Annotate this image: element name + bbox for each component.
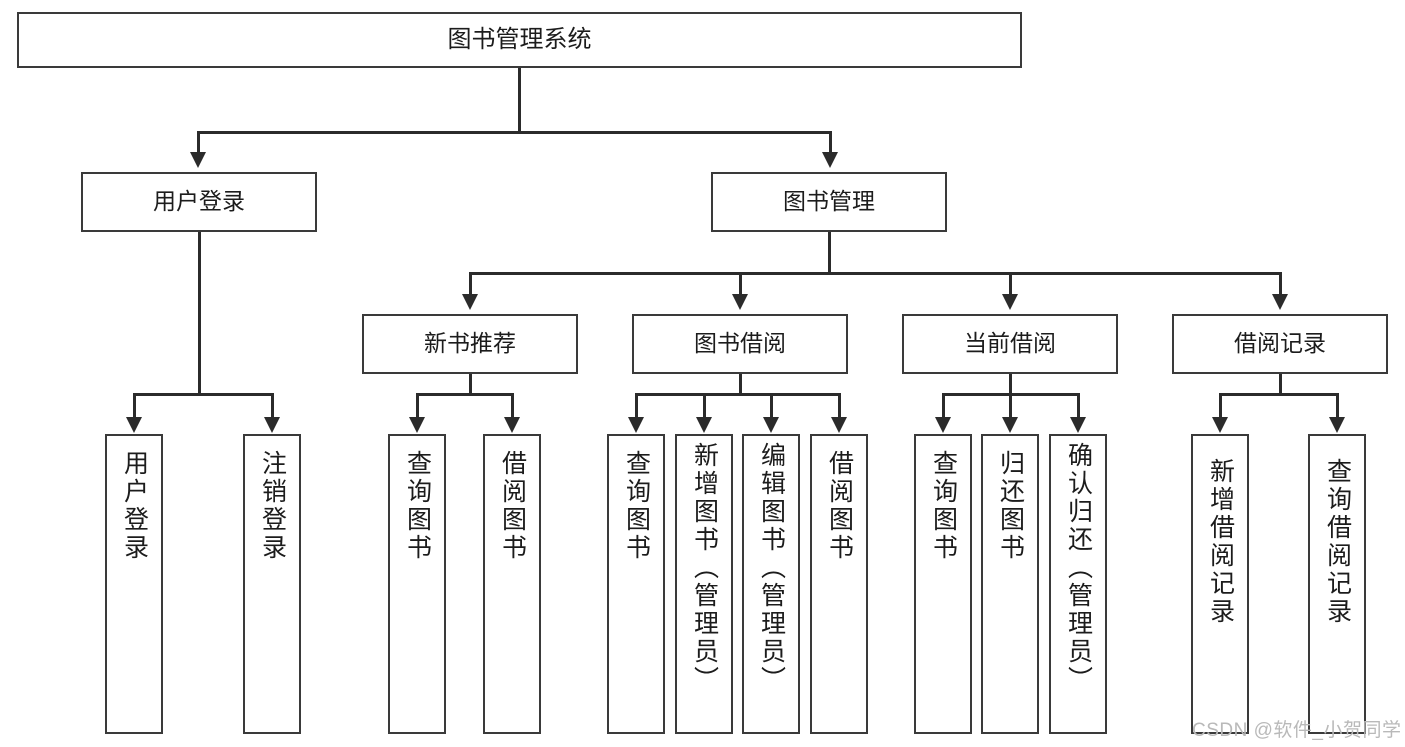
arrowhead-leaf-add-record <box>1212 417 1228 433</box>
arrowhead-leaf-query-book-3 <box>935 417 951 433</box>
arrowhead-book-manage <box>822 152 838 168</box>
leaf-query-borrow-record[interactable]: 查询借阅记录 <box>1308 434 1366 734</box>
connector-current-borrow-drop-3 <box>1077 393 1080 418</box>
arrowhead-leaf-user-login <box>126 417 142 433</box>
leaf-query-book-current[interactable]: 查询图书 <box>914 434 972 734</box>
leaf-borrow-book-new-rec[interactable]: 借阅图书 <box>483 434 541 734</box>
connector-level3-drop-2 <box>739 272 742 295</box>
leaf-logout[interactable]: 注销登录 <box>243 434 301 734</box>
connector-new-book-rec-drop-2 <box>511 393 514 418</box>
node-label: 查询图书 <box>622 450 651 562</box>
leaf-edit-book-admin[interactable]: 编辑图书（管理员） <box>742 434 800 734</box>
node-label: 用户登录 <box>153 188 245 215</box>
arrowhead-leaf-confirm-return <box>1070 417 1086 433</box>
leaf-query-book-new-rec[interactable]: 查询图书 <box>388 434 446 734</box>
node-label: 图书借阅 <box>694 330 786 357</box>
connector-level3-drop-4 <box>1279 272 1282 295</box>
node-label: 当前借阅 <box>964 330 1056 357</box>
node-label: 新书推荐 <box>424 330 516 357</box>
node-label: 图书管理 <box>783 188 875 215</box>
node-label: 借阅记录 <box>1234 330 1326 357</box>
arrowhead-leaf-logout <box>264 417 280 433</box>
node-label: 编辑图书（管理员） <box>757 442 786 694</box>
arrowhead-current-borrow <box>1002 294 1018 310</box>
arrowhead-leaf-borrow-book-1 <box>504 417 520 433</box>
leaf-query-book-borrow[interactable]: 查询图书 <box>607 434 665 734</box>
connector-level3-bar <box>469 272 1280 275</box>
connector-user-login-drop-2 <box>271 393 274 418</box>
arrowhead-leaf-add-book <box>696 417 712 433</box>
arrowhead-book-borrow <box>732 294 748 310</box>
node-user-login[interactable]: 用户登录 <box>81 172 317 232</box>
node-new-book-recommend[interactable]: 新书推荐 <box>362 314 578 374</box>
connector-book-borrow-drop-3 <box>770 393 773 418</box>
node-label: 注销登录 <box>258 450 287 562</box>
node-book-borrow[interactable]: 图书借阅 <box>632 314 848 374</box>
node-label: 新增图书（管理员） <box>690 442 719 694</box>
csdn-watermark: CSDN @软件_小贺同学 <box>1192 720 1402 741</box>
leaf-return-book[interactable]: 归还图书 <box>981 434 1039 734</box>
node-label: 借阅图书 <box>498 450 527 562</box>
leaf-add-borrow-record[interactable]: 新增借阅记录 <box>1191 434 1249 734</box>
node-book-management[interactable]: 图书管理 <box>711 172 947 232</box>
arrowhead-leaf-query-book-1 <box>409 417 425 433</box>
connector-current-borrow-drop-1 <box>942 393 945 418</box>
node-label: 查询借阅记录 <box>1323 458 1352 626</box>
node-label: 图书管理系统 <box>447 25 592 53</box>
node-book-management-system[interactable]: 图书管理系统 <box>17 12 1022 68</box>
connector-user-login-drop-1 <box>133 393 136 418</box>
connector-borrow-record-drop-1 <box>1219 393 1222 418</box>
arrowhead-leaf-query-book-2 <box>628 417 644 433</box>
node-label: 借阅图书 <box>825 450 854 562</box>
leaf-add-book-admin[interactable]: 新增图书（管理员） <box>675 434 733 734</box>
connector-borrow-record-stem <box>1279 374 1282 393</box>
connector-borrow-record-drop-2 <box>1336 393 1339 418</box>
arrowhead-leaf-return-book <box>1002 417 1018 433</box>
connector-book-borrow-drop-4 <box>838 393 841 418</box>
connector-borrow-record-bar <box>1219 393 1337 396</box>
connector-level3-drop-3 <box>1009 272 1012 295</box>
leaf-borrow-book-borrow[interactable]: 借阅图书 <box>810 434 868 734</box>
node-current-borrow[interactable]: 当前借阅 <box>902 314 1118 374</box>
node-label: 查询图书 <box>403 450 432 562</box>
arrowhead-new-book-rec <box>462 294 478 310</box>
connector-book-borrow-bar <box>635 393 840 396</box>
arrowhead-leaf-borrow-book-2 <box>831 417 847 433</box>
connector-new-book-rec-stem <box>469 374 472 393</box>
node-label: 新增借阅记录 <box>1206 458 1235 626</box>
connector-current-borrow-drop-2 <box>1009 393 1012 418</box>
connector-level3-drop-1 <box>469 272 472 295</box>
connector-book-borrow-drop-1 <box>635 393 638 418</box>
leaf-confirm-return-admin[interactable]: 确认归还（管理员） <box>1049 434 1107 734</box>
connector-current-borrow-stem <box>1009 374 1012 393</box>
connector-level2-drop-left <box>197 131 200 153</box>
connector-root-stem <box>518 68 521 131</box>
node-label: 查询图书 <box>929 450 958 562</box>
connector-new-book-rec-bar <box>416 393 513 396</box>
arrowhead-borrow-record <box>1272 294 1288 310</box>
connector-level2-bar <box>197 131 830 134</box>
connector-new-book-rec-drop-1 <box>416 393 419 418</box>
arrowhead-user-login <box>190 152 206 168</box>
leaf-user-login[interactable]: 用户登录 <box>105 434 163 734</box>
connector-book-borrow-stem <box>739 374 742 393</box>
node-label: 确认归还（管理员） <box>1064 442 1093 694</box>
connector-user-login-stem <box>198 232 201 395</box>
node-borrow-record[interactable]: 借阅记录 <box>1172 314 1388 374</box>
connector-level2-drop-right <box>829 131 832 153</box>
node-label: 用户登录 <box>120 450 149 562</box>
node-label: 归还图书 <box>996 450 1025 562</box>
connector-user-login-bar <box>133 393 272 396</box>
arrowhead-leaf-edit-book <box>763 417 779 433</box>
arrowhead-leaf-query-record <box>1329 417 1345 433</box>
connector-book-manage-stem <box>828 232 831 274</box>
connector-book-borrow-drop-2 <box>703 393 706 418</box>
